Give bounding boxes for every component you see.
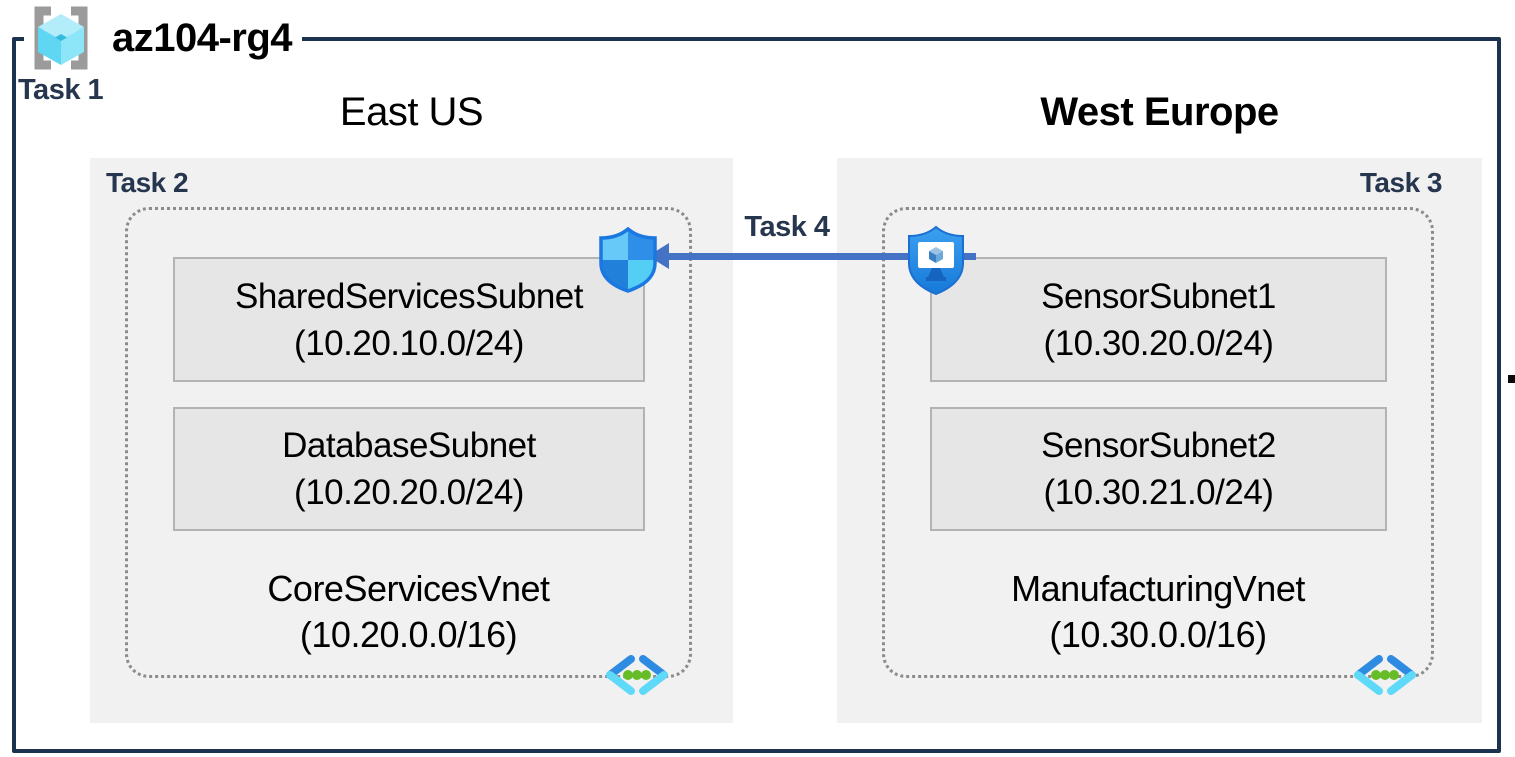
subnet-name: SharedServicesSubnet <box>235 276 584 316</box>
bastion-shield-monitor-icon <box>908 225 964 296</box>
shared-services-subnet: SharedServicesSubnet (10.20.10.0/24) <box>173 257 645 382</box>
manufacturing-vnet-label: ManufacturingVnet (10.30.0.0/16) <box>882 566 1434 658</box>
resource-group-header: az104-rg4 <box>24 2 303 74</box>
resource-group-icon <box>34 6 88 70</box>
region-title-west-europe: West Europe <box>1040 90 1279 134</box>
sensor-subnet-2: SensorSubnet2 (10.30.21.0/24) <box>930 407 1387 531</box>
virtual-network-icon <box>606 655 668 695</box>
vnet-name: CoreServicesVnet <box>267 568 550 609</box>
virtual-network-icon <box>1354 655 1416 695</box>
database-subnet: DatabaseSubnet (10.20.20.0/24) <box>173 407 645 531</box>
edge-dash-mark <box>1508 375 1515 383</box>
subnet-cidr: (10.30.21.0/24) <box>1043 473 1274 512</box>
task1-label: Task 1 <box>18 74 104 106</box>
subnet-name: SensorSubnet1 <box>1041 276 1276 316</box>
vnet-cidr: (10.20.0.0/16) <box>299 614 518 655</box>
subnet-name: DatabaseSubnet <box>282 426 536 465</box>
core-services-vnet-label: CoreServicesVnet (10.20.0.0/16) <box>125 566 692 658</box>
vnet-name: ManufacturingVnet <box>1011 568 1305 609</box>
sensor-subnet-1: SensorSubnet1 (10.30.20.0/24) <box>930 257 1387 382</box>
core-services-vnet-boundary <box>125 207 692 678</box>
region-title-east-us: East US <box>339 90 484 134</box>
subnet-cidr: (10.20.10.0/24) <box>294 323 524 363</box>
manufacturing-vnet-boundary <box>882 207 1434 678</box>
task4-label: Task 4 <box>744 211 830 243</box>
task3-label: Task 3 <box>1359 167 1443 198</box>
vnet-cidr: (10.30.0.0/16) <box>1049 614 1267 655</box>
subnet-name: SensorSubnet2 <box>1041 426 1276 465</box>
peering-arrow-line <box>666 253 976 260</box>
subnet-cidr: (10.20.20.0/24) <box>294 473 524 512</box>
subnet-cidr: (10.30.20.0/24) <box>1043 323 1274 363</box>
resource-group-title: az104-rg4 <box>112 15 293 60</box>
region-west-europe: Task 3 SensorSubnet1 (10.30.20.0/24) Sen… <box>837 158 1482 723</box>
network-security-shield-icon <box>599 227 657 293</box>
task2-label: Task 2 <box>106 167 189 198</box>
resource-group-border <box>12 37 1501 753</box>
